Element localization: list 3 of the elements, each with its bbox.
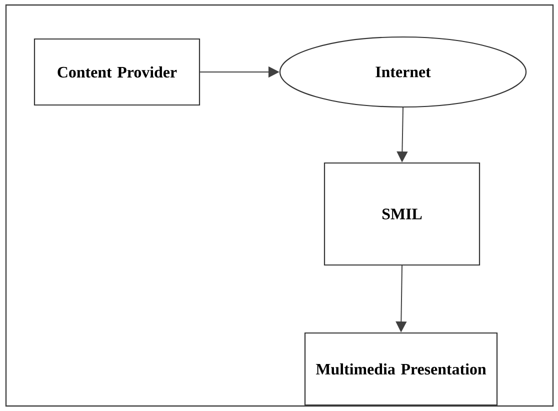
process-box: Multimedia Presentation	[304, 332, 498, 406]
process-box: Content Provider	[34, 38, 200, 106]
process-box: SMIL	[324, 162, 480, 266]
